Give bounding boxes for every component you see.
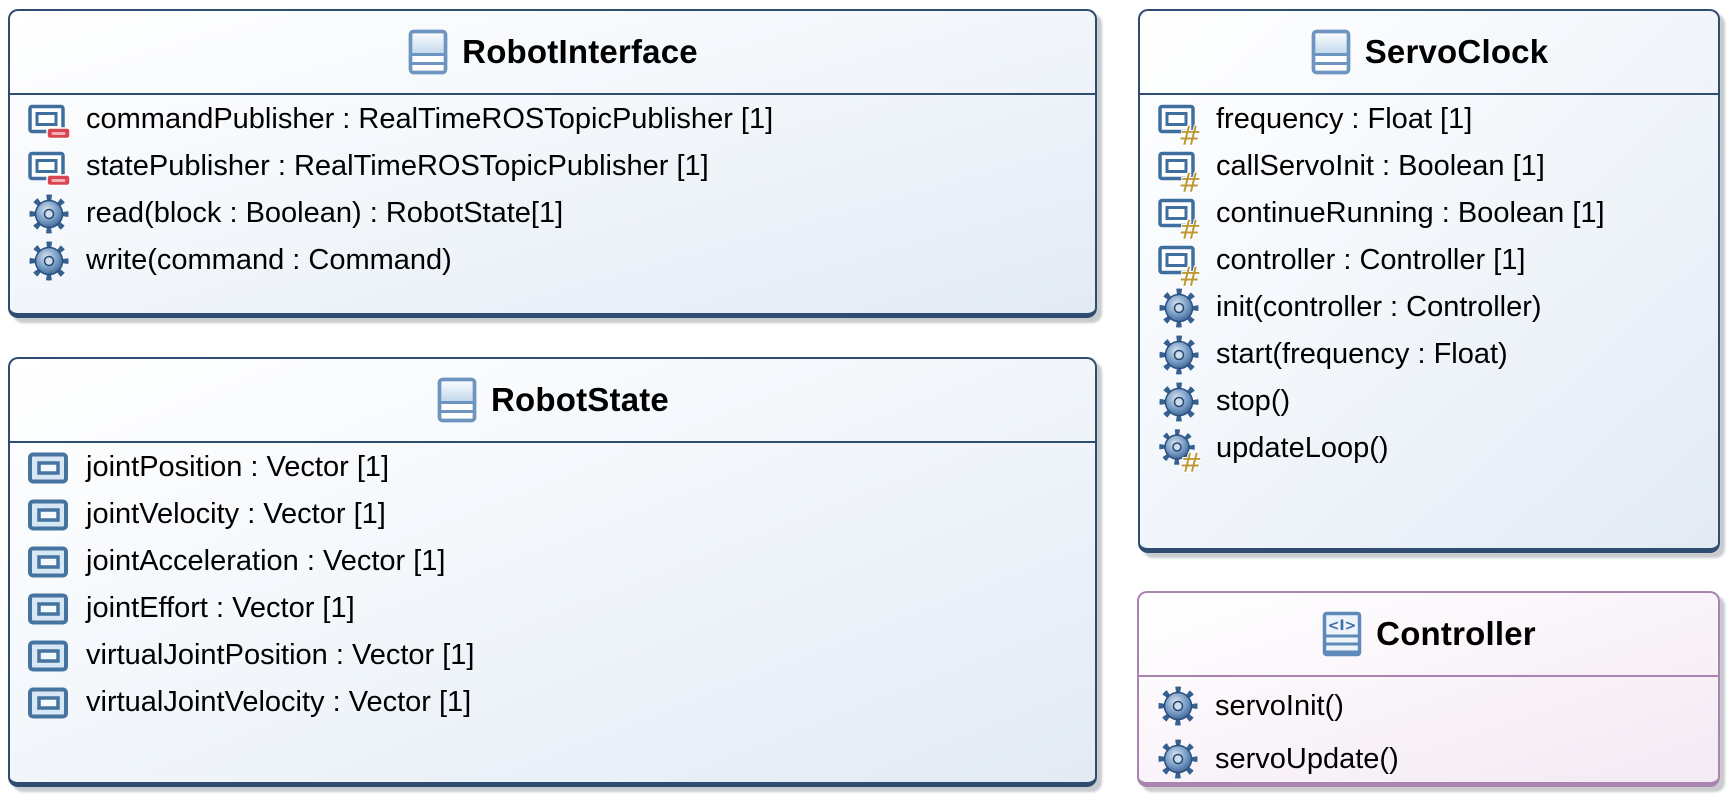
members-compartment: commandPublisher : RealTimeROSTopicPubli… <box>10 95 1095 284</box>
attribute-icon <box>26 687 72 719</box>
uml-class-robotinterface[interactable]: RobotInterface commandPublisher : RealTi… <box>8 9 1097 318</box>
class-icon <box>407 28 449 76</box>
private-attribute-icon <box>26 104 72 139</box>
member-row[interactable]: stop() <box>1140 378 1718 425</box>
operation-icon <box>26 193 72 235</box>
member-row[interactable]: jointEffort : Vector [1] <box>10 585 1095 632</box>
protected-attribute-icon: # <box>1156 245 1202 293</box>
member-row[interactable]: start(frequency : Float) <box>1140 331 1718 378</box>
uml-class-servoclock[interactable]: ServoClock # frequency : Float [1] # callSe… <box>1138 9 1720 553</box>
member-label: stop() <box>1216 385 1291 417</box>
member-row[interactable]: read(block : Boolean) : RobotState[1] <box>10 190 1095 237</box>
svg-text:#: # <box>1178 260 1201 293</box>
member-label: virtualJointPosition : Vector [1] <box>86 639 475 671</box>
member-row[interactable]: virtualJointVelocity : Vector [1] <box>10 679 1095 726</box>
member-row[interactable]: servoUpdate() <box>1139 731 1718 784</box>
operation-icon <box>1156 287 1202 329</box>
member-row[interactable]: servoInit() <box>1139 678 1718 731</box>
member-row[interactable]: # controller : Controller [1] <box>1140 237 1718 293</box>
protected-attribute-icon: # <box>1156 151 1202 199</box>
private-attribute-icon <box>26 151 72 186</box>
member-label: frequency : Float [1] <box>1216 103 1473 135</box>
protected-attribute-icon: # <box>1156 104 1202 152</box>
attribute-icon <box>26 593 72 625</box>
member-label: controller : Controller [1] <box>1216 244 1526 276</box>
attribute-icon <box>26 640 72 672</box>
uml-class-robotstate[interactable]: RobotState jointPosition : Vector [1]joi… <box>8 357 1097 787</box>
class-header: RobotState <box>10 359 1095 443</box>
members-compartment: servoInit() servoUpdate() <box>1139 677 1718 784</box>
member-row[interactable]: jointPosition : Vector [1] <box>10 444 1095 491</box>
class-title[interactable]: ServoClock <box>1364 33 1549 70</box>
member-label: write(command : Command) <box>86 244 452 276</box>
member-label: virtualJointVelocity : Vector [1] <box>86 686 472 718</box>
svg-text:#: # <box>1178 213 1201 246</box>
member-label: servoUpdate() <box>1215 742 1399 775</box>
operation-icon <box>1156 334 1202 376</box>
member-row[interactable]: statePublisher : RealTimeROSTopicPublish… <box>10 143 1095 190</box>
svg-text:#: # <box>1178 119 1201 152</box>
member-label: init(controller : Controller) <box>1216 291 1542 323</box>
member-label: commandPublisher : RealTimeROSTopicPubli… <box>86 103 774 135</box>
member-label: continueRunning : Boolean [1] <box>1216 197 1605 229</box>
uml-class-controller[interactable]: <I> Controller servoInit() servoUpdate() <box>1137 591 1720 787</box>
class-title[interactable]: RobotState <box>491 381 669 418</box>
attribute-icon <box>26 452 72 484</box>
member-label: callServoInit : Boolean [1] <box>1216 150 1545 182</box>
member-row[interactable]: # frequency : Float [1] <box>1140 96 1718 152</box>
class-title[interactable]: Controller <box>1376 615 1536 652</box>
member-row[interactable]: init(controller : Controller) <box>1140 284 1718 331</box>
member-label: start(frequency : Float) <box>1216 338 1508 370</box>
member-row[interactable]: # updateLoop() <box>1140 425 1718 479</box>
interface-icon: <I> <box>1321 610 1363 658</box>
member-row[interactable]: # callServoInit : Boolean [1] <box>1140 143 1718 199</box>
class-header: <I> Controller <box>1139 593 1718 677</box>
class-header: ServoClock <box>1140 11 1718 95</box>
class-icon <box>1310 28 1352 76</box>
protected-attribute-icon: # <box>1156 198 1202 246</box>
class-header: RobotInterface <box>10 11 1095 95</box>
operation-icon <box>26 240 72 282</box>
operation-icon <box>1156 381 1202 423</box>
protected-operation-icon: # <box>1156 428 1203 479</box>
svg-text:#: # <box>1178 166 1201 199</box>
attribute-icon <box>26 546 72 578</box>
member-label: updateLoop() <box>1216 432 1389 464</box>
class-icon <box>436 376 478 424</box>
member-label: read(block : Boolean) : RobotState[1] <box>86 197 564 229</box>
member-label: jointAcceleration : Vector [1] <box>86 545 446 577</box>
member-row[interactable]: write(command : Command) <box>10 237 1095 284</box>
svg-text:<I>: <I> <box>1328 618 1357 634</box>
member-row[interactable]: commandPublisher : RealTimeROSTopicPubli… <box>10 96 1095 143</box>
svg-text:#: # <box>1179 446 1202 479</box>
member-label: statePublisher : RealTimeROSTopicPublish… <box>86 150 709 182</box>
member-row[interactable]: virtualJointPosition : Vector [1] <box>10 632 1095 679</box>
member-row[interactable]: jointVelocity : Vector [1] <box>10 491 1095 538</box>
members-compartment: # frequency : Float [1] # callServoInit : B… <box>1140 95 1718 479</box>
member-row[interactable]: jointAcceleration : Vector [1] <box>10 538 1095 585</box>
member-row[interactable]: # continueRunning : Boolean [1] <box>1140 190 1718 246</box>
member-label: jointEffort : Vector [1] <box>86 592 355 624</box>
operation-icon <box>1155 685 1201 727</box>
member-label: jointVelocity : Vector [1] <box>86 498 386 530</box>
member-label: jointPosition : Vector [1] <box>86 451 390 483</box>
member-label: servoInit() <box>1215 689 1344 722</box>
attribute-icon <box>26 499 72 531</box>
members-compartment: jointPosition : Vector [1] jointVelocity … <box>10 443 1095 726</box>
class-title[interactable]: RobotInterface <box>462 33 698 70</box>
operation-icon <box>1155 738 1201 780</box>
